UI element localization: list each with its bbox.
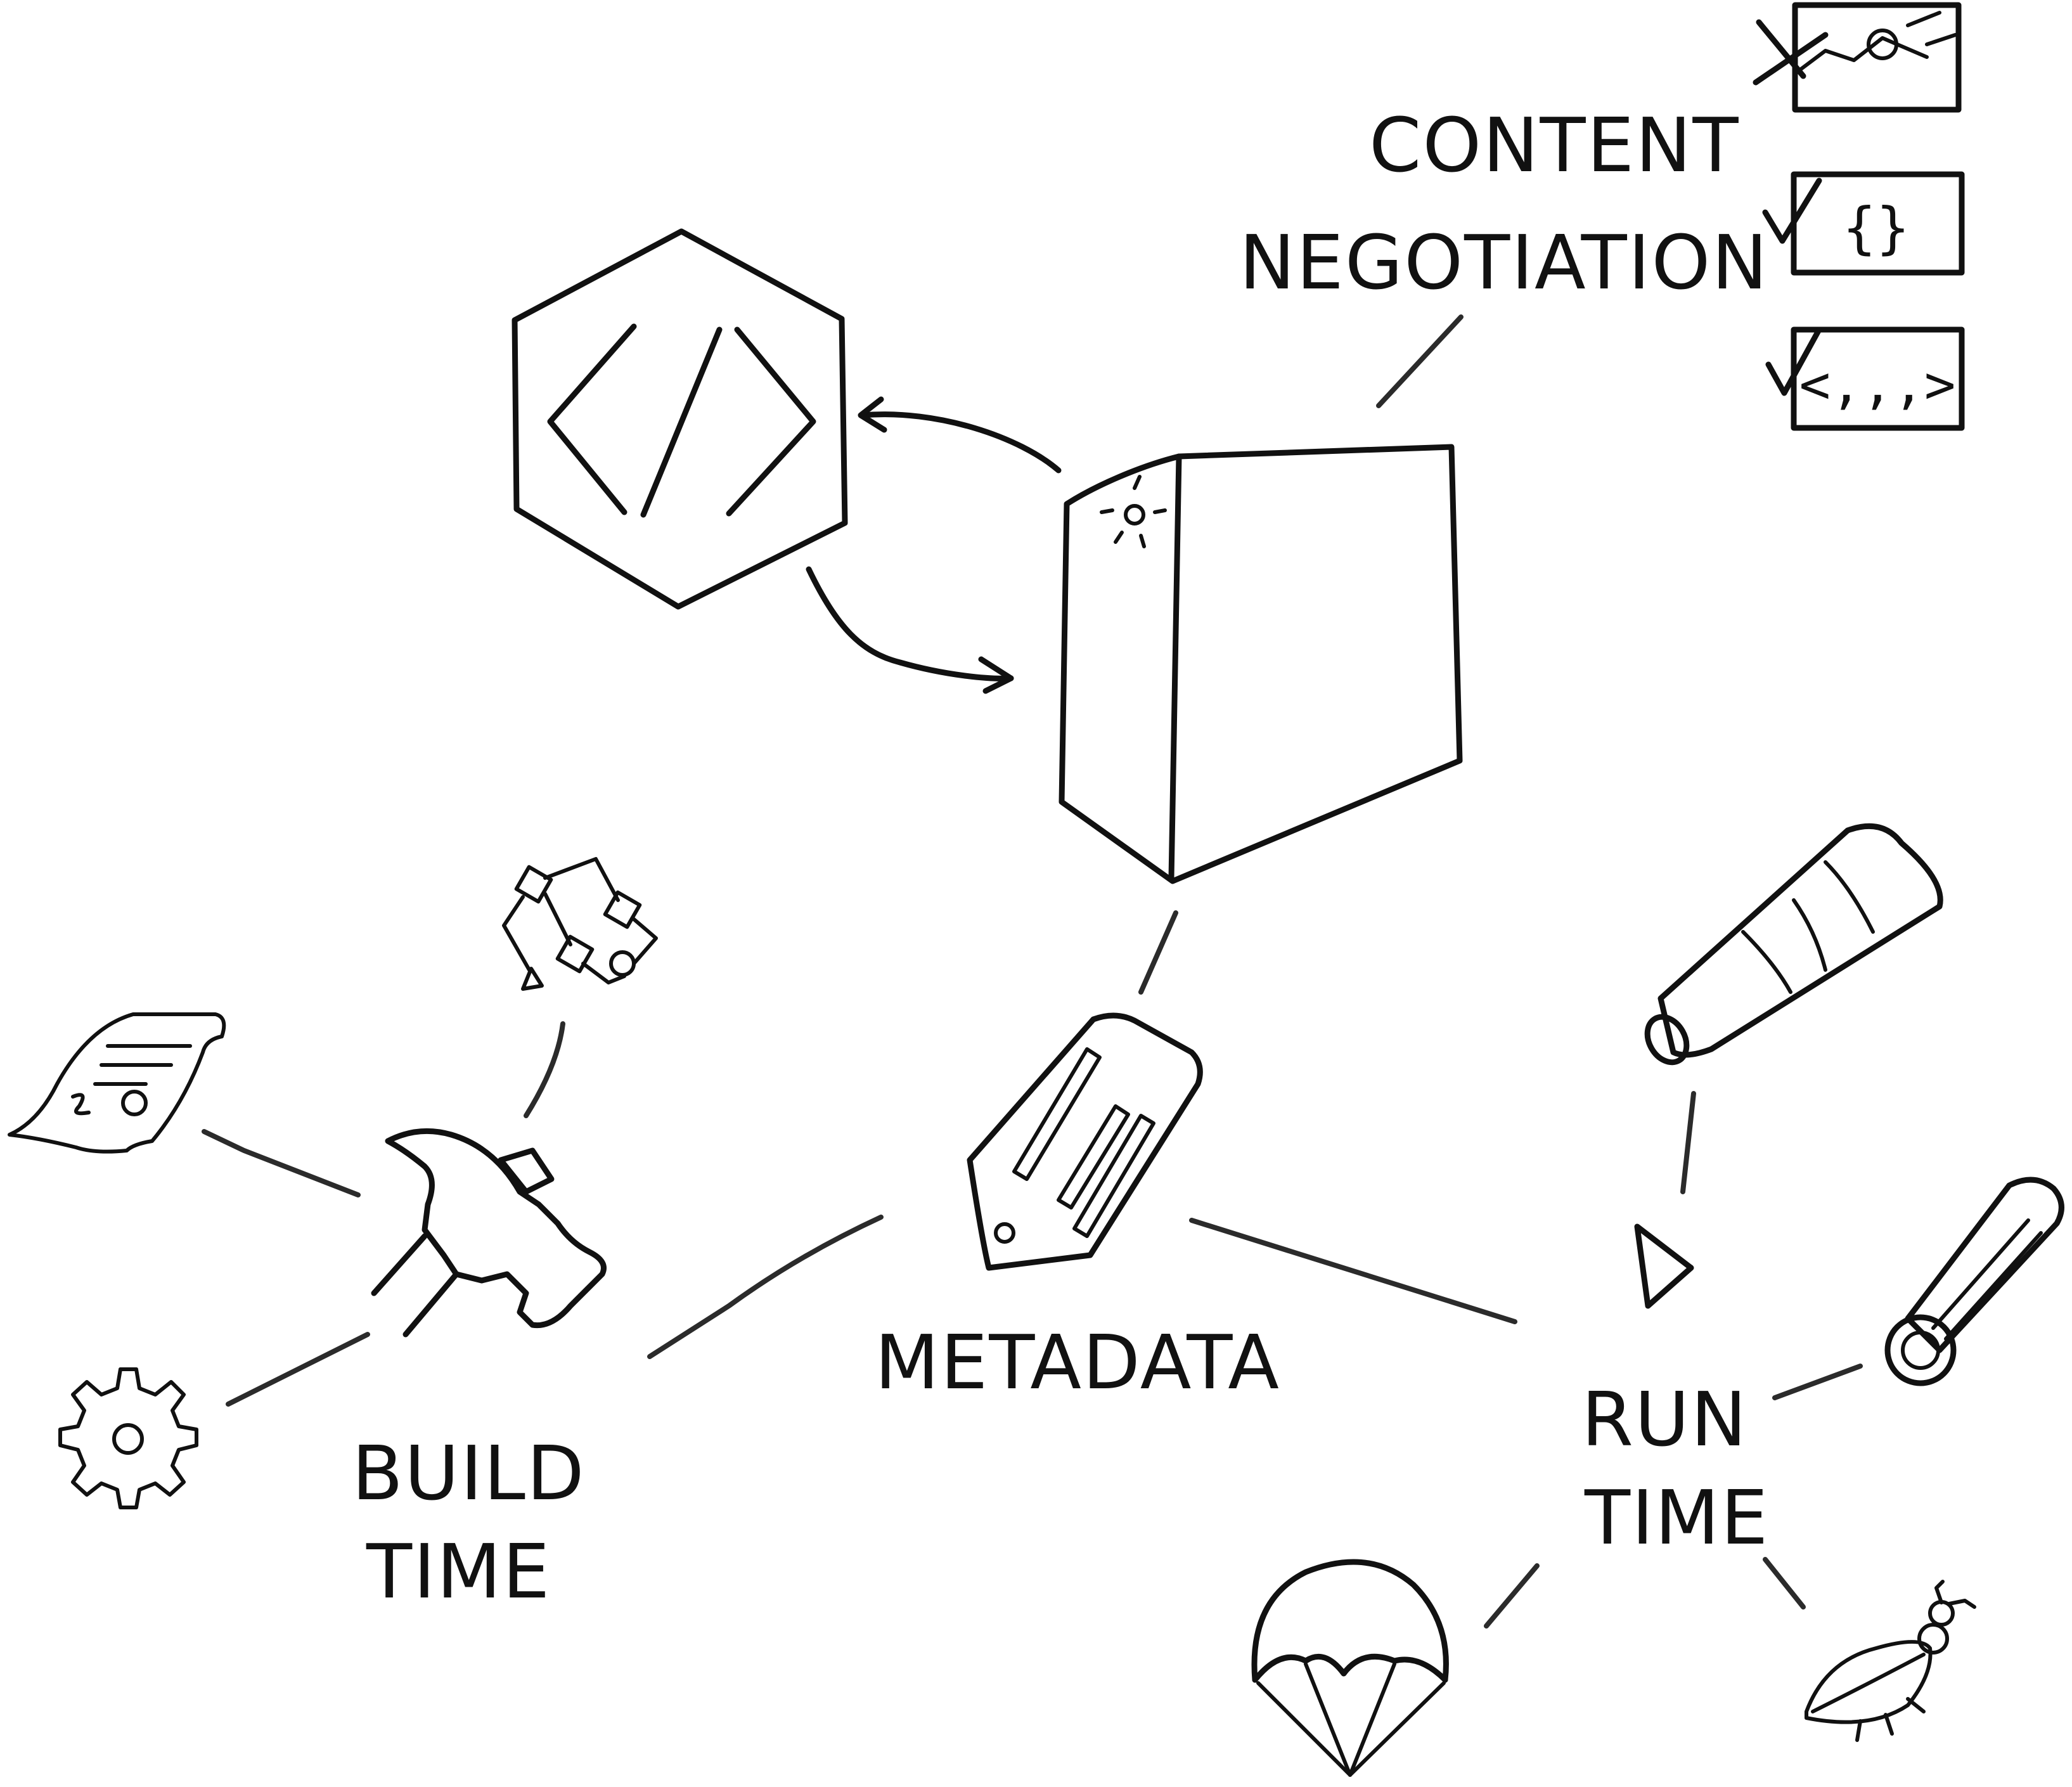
link-gear-hammer bbox=[226, 1332, 370, 1407]
link-server-metadata bbox=[1138, 910, 1178, 995]
json-format-icon: {} bbox=[1762, 171, 1965, 276]
certificate-icon bbox=[8, 1012, 226, 1154]
rejected-cross-2 bbox=[1753, 32, 1829, 86]
accepted-check bbox=[1762, 177, 1822, 244]
arrow-head-to-hexagon bbox=[858, 396, 887, 433]
play-icon bbox=[1634, 1223, 1694, 1309]
link-content-negotiation-server bbox=[1376, 314, 1464, 408]
link-runtime-parachute bbox=[1484, 1563, 1540, 1629]
build-time-label: BUILD bbox=[352, 1429, 586, 1517]
link-metadata-buildtime bbox=[647, 1215, 884, 1359]
hammer-icon bbox=[371, 1128, 607, 1338]
run-time-label: RUN bbox=[1581, 1376, 1748, 1463]
link-flowchart-hammer bbox=[524, 1021, 565, 1118]
arrow-to-server bbox=[806, 566, 1014, 681]
server-icon bbox=[1059, 444, 1463, 884]
arrow-to-hexagon bbox=[859, 411, 1062, 474]
svg-text:<,,,>: <,,,> bbox=[1799, 355, 1956, 415]
content-negotiation-label-line2: NEGOTIATION bbox=[1239, 219, 1769, 306]
build-time-label-line2: TIME bbox=[366, 1528, 551, 1615]
link-metadata-runtime bbox=[1189, 1218, 1517, 1324]
connector-lines bbox=[202, 314, 1863, 1629]
link-runtime-thermometer bbox=[1772, 1364, 1863, 1400]
svg-text:{}: {} bbox=[1843, 195, 1910, 261]
code-hexagon-icon bbox=[512, 228, 848, 610]
link-telescope-play bbox=[1680, 1091, 1696, 1194]
telescope-icon bbox=[1644, 823, 1943, 1066]
parachute-icon bbox=[1251, 1559, 1449, 1777]
rejected-cross bbox=[1756, 19, 1806, 79]
flowchart-icon bbox=[502, 857, 658, 991]
metadata-label: METADATA bbox=[875, 1319, 1280, 1406]
gear-icon bbox=[58, 1367, 198, 1509]
accepted-check-2 bbox=[1765, 326, 1822, 396]
content-negotiation-label: CONTENT bbox=[1369, 101, 1740, 189]
link-runtime-bug bbox=[1763, 1557, 1806, 1610]
bug-icon bbox=[1805, 1580, 1976, 1742]
thermometer-icon bbox=[1884, 1177, 2064, 1386]
metadata-tag-icon bbox=[967, 1012, 1203, 1271]
exchange-arrows bbox=[806, 396, 1062, 694]
xml-format-icon: <,,,> bbox=[1765, 326, 1965, 431]
run-time-label-line2: TIME bbox=[1584, 1474, 1769, 1561]
arrow-head-to-server bbox=[978, 656, 1014, 694]
image-format-icon bbox=[1753, 2, 1962, 113]
link-certificate-hammer bbox=[202, 1129, 361, 1197]
